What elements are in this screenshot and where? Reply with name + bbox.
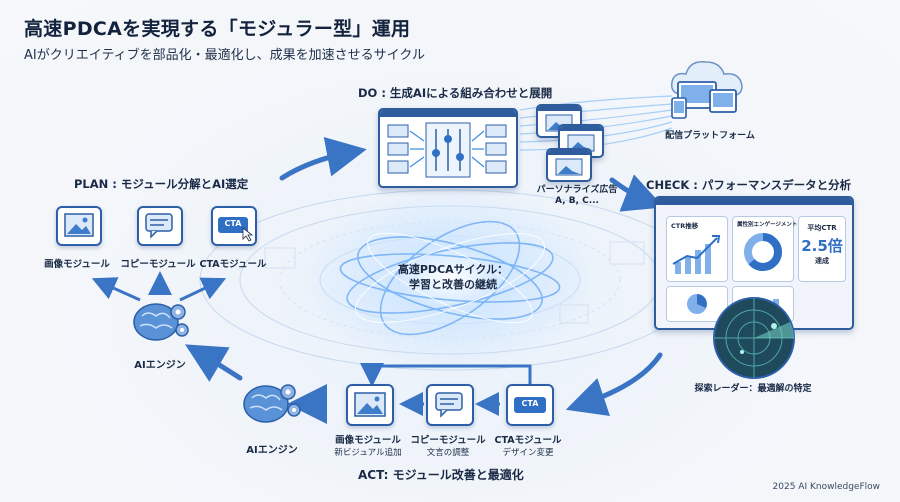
cycle-title: 高速PDCAサイクル： (397, 263, 509, 276)
do-label: DO : 生成AIによる組み合わせと展開 (358, 86, 553, 100)
plan-image-label: 画像モジュール (44, 259, 110, 270)
cloud-devices-icon (670, 61, 743, 119)
page-title: 高速PDCAを実現する「モジュラー型」運用 (24, 18, 411, 40)
avg-ctr-panel: 平均CTR 2.5倍 達成 (798, 216, 846, 282)
cta-button-icon (218, 217, 254, 242)
pie-panel (666, 286, 728, 322)
act-cta-module: CTA (506, 384, 554, 426)
act-image-sub: 新ビジュアル追加 (334, 448, 402, 458)
engagement-panel: 属性別エンゲージメント (732, 216, 798, 282)
plan-label: PLAN : モジュール分解とAI選定 (74, 177, 249, 191)
plan-image-module (56, 206, 102, 246)
ctr-trend-panel: CTR推移 (666, 216, 728, 282)
speech-bubble-icon (435, 392, 463, 418)
image-icon (354, 392, 386, 417)
cta-badge: CTA (224, 219, 242, 228)
pie-chart-icon (687, 294, 707, 314)
speech-bubble-icon (145, 213, 173, 239)
avg-ctr-title: 平均CTR (807, 224, 837, 232)
act-arrows (360, 363, 532, 416)
mixer-icon (387, 122, 507, 178)
donut-chart-icon (744, 233, 782, 271)
plan-copy-label: コピーモジュール (120, 259, 196, 270)
variant-card-a (536, 104, 582, 138)
variants-label: パーソナライズ広告 (536, 185, 618, 195)
plan-engine-label: AIエンジン (134, 360, 186, 371)
act-cta-sub: デザイン変更 (502, 448, 554, 458)
cycle-arrows (185, 137, 664, 424)
variant-card-c (546, 148, 592, 182)
act-copy-sub: 文言の調整 (426, 448, 470, 458)
plan-cta-module: CTA (211, 206, 257, 246)
plan-copy-module (137, 206, 183, 246)
platform-label: 配信プラットフォーム (665, 131, 755, 141)
act-copy-module (426, 384, 474, 426)
act-engine-label: AIエンジン (246, 445, 298, 456)
brain-gear-icon (133, 303, 189, 341)
check-label: CHECK : パフォーマンスデータと分析 (646, 178, 852, 192)
page-subtitle: AIがクリエイティブを部品化・最適化し、成果を加速させるサイクル (24, 48, 426, 63)
brain-gear-icon (243, 384, 301, 423)
bar-trend-icon (672, 235, 721, 274)
plan-arrows (91, 271, 227, 302)
plan-cta-label: CTAモジュール (199, 259, 267, 270)
cycle-center-label: 高速PDCAサイクル： 学習と改善の継続 (378, 262, 528, 292)
avg-ctr-caption: 達成 (815, 257, 829, 265)
act-label: ACT: モジュール改善と最適化 (358, 468, 524, 482)
cta-button-icon (514, 397, 546, 413)
do-generator-window (378, 108, 518, 188)
act-cta-label: CTAモジュール (494, 435, 562, 446)
engagement-title: 属性別エンゲージメント (737, 222, 798, 228)
act-image-module (346, 384, 394, 426)
radar-label: 探索レーダー：最適解の特定 (694, 384, 812, 394)
act-copy-label: コピーモジュール (410, 435, 486, 446)
radar-icon (713, 297, 795, 379)
avg-ctr-value: 2.5倍 (801, 237, 843, 255)
cta-badge: CTA (521, 399, 539, 408)
ctr-trend-title: CTR推移 (671, 222, 699, 230)
act-image-label: 画像モジュール (335, 435, 401, 446)
image-icon (64, 213, 94, 237)
image-icon (555, 158, 583, 176)
cycle-subtitle: 学習と改善の継続 (409, 278, 497, 291)
cycle-swirl (339, 220, 561, 336)
variants-sub: A, B, C... (555, 196, 599, 206)
footer-credit: 2025 AI KnowledgeFlow (772, 482, 880, 492)
